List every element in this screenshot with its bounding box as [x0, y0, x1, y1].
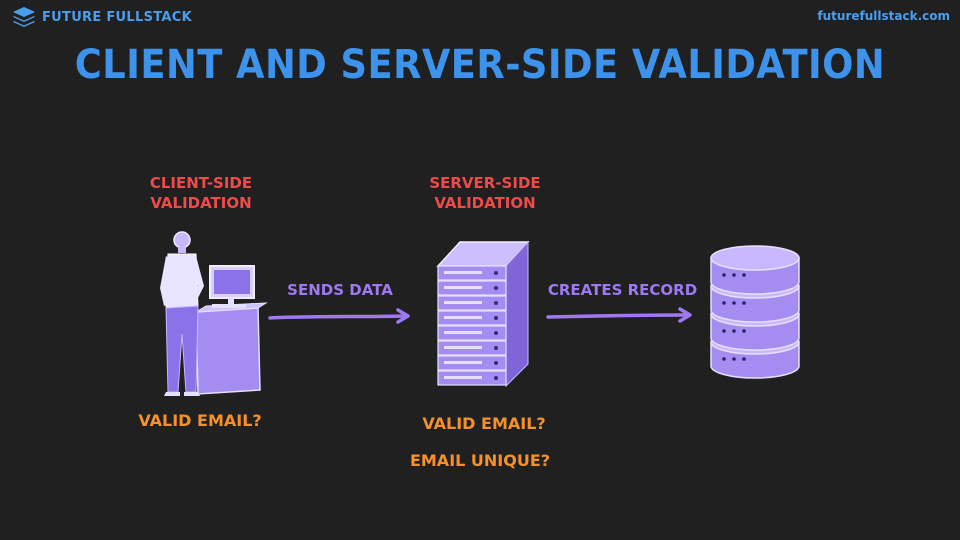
page-title: CLIENT AND SERVER-SIDE VALIDATION	[74, 42, 886, 88]
client-heading-line2: VALIDATION	[150, 194, 252, 212]
person-at-computer-icon	[160, 231, 268, 396]
client-check-valid-email: VALID EMAIL?	[138, 411, 262, 430]
server-heading-line1: SERVER-SIDE	[429, 174, 541, 192]
stacked-layers-icon	[13, 7, 35, 27]
arrow-right-icon	[546, 307, 692, 323]
brand-name: FUTURE FULLSTACK	[42, 9, 192, 25]
arrow-label-creates-record: CREATES RECORD	[547, 281, 698, 299]
client-side-heading: CLIENT-SIDE VALIDATION	[126, 173, 276, 213]
server-rack-icon	[436, 240, 530, 388]
database-icon	[710, 245, 800, 379]
site-url-link[interactable]: futurefullstack.com	[817, 9, 950, 23]
arrow-label-sends-data: SENDS DATA	[287, 281, 393, 299]
server-check-email-unique: EMAIL UNIQUE?	[409, 451, 551, 470]
server-side-heading: SERVER-SIDE VALIDATION	[410, 173, 560, 213]
arrow-right-icon	[268, 308, 410, 324]
brand[interactable]: FUTURE FULLSTACK	[12, 6, 192, 28]
server-heading-line2: VALIDATION	[434, 194, 536, 212]
client-heading-line1: CLIENT-SIDE	[149, 174, 253, 192]
server-check-valid-email: VALID EMAIL?	[422, 414, 546, 433]
